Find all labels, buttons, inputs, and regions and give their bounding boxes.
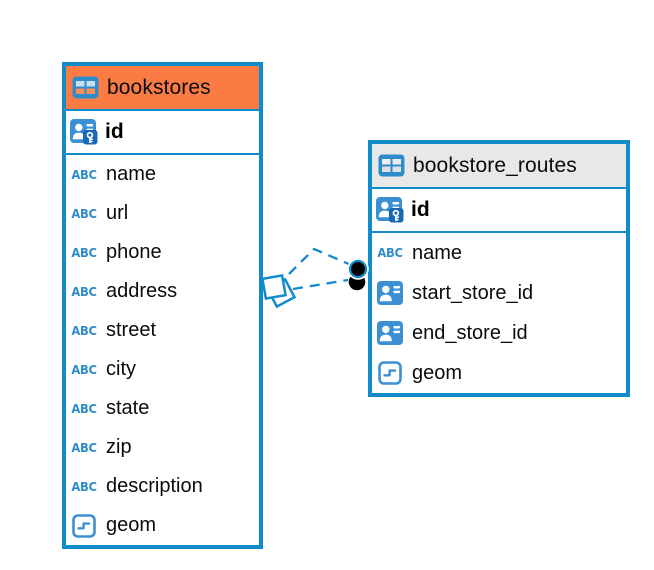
column-name: zip bbox=[106, 436, 132, 458]
column-row[interactable]: ABC name bbox=[66, 155, 259, 194]
column-name: id bbox=[411, 198, 430, 221]
reference-type-icon bbox=[376, 281, 404, 305]
table-bookstore-routes[interactable]: bookstore_routes id ABC name bbox=[368, 140, 630, 397]
column-name: description bbox=[106, 475, 203, 497]
column-row[interactable]: geom bbox=[66, 506, 259, 545]
column-row[interactable]: ABC description bbox=[66, 467, 259, 506]
column-name: geom bbox=[106, 514, 157, 536]
string-type-icon: ABC bbox=[71, 440, 97, 455]
column-name: address bbox=[106, 280, 178, 302]
column-row[interactable]: ABC name bbox=[372, 233, 626, 273]
string-type-icon: ABC bbox=[377, 245, 403, 261]
column-row[interactable]: start_store_id bbox=[372, 273, 626, 313]
column-name: city bbox=[106, 358, 136, 380]
table-bookstores-header[interactable]: bookstores bbox=[66, 66, 259, 111]
column-row[interactable]: geom bbox=[372, 353, 626, 393]
geometry-type-icon bbox=[376, 361, 404, 385]
relationship-diamond-marker[interactable] bbox=[260, 273, 297, 309]
column-row[interactable]: ABC phone bbox=[66, 233, 259, 272]
column-name: name bbox=[106, 163, 157, 185]
reference-type-icon bbox=[376, 321, 404, 345]
relationship-line-end-store[interactable] bbox=[292, 278, 349, 291]
table-icon bbox=[71, 76, 99, 99]
column-row[interactable]: ABC zip bbox=[66, 428, 259, 467]
relationship-endpoint-dot bbox=[348, 259, 368, 279]
table-title: bookstore_routes bbox=[413, 153, 577, 177]
string-type-icon: ABC bbox=[71, 167, 97, 182]
table-icon bbox=[377, 154, 405, 177]
column-row[interactable]: ABC state bbox=[66, 389, 259, 428]
column-row[interactable]: end_store_id bbox=[372, 313, 626, 353]
string-type-icon: ABC bbox=[71, 323, 97, 338]
primary-key-icon bbox=[376, 197, 404, 223]
table-bookstore-routes-header[interactable]: bookstore_routes bbox=[372, 144, 626, 189]
primary-key-icon bbox=[70, 119, 98, 145]
string-type-icon: ABC bbox=[71, 479, 97, 494]
column-name: geom bbox=[412, 361, 463, 384]
column-name: url bbox=[106, 202, 129, 224]
column-name: id bbox=[105, 120, 124, 143]
relationship-endpoint-dots[interactable] bbox=[347, 258, 369, 291]
column-name: phone bbox=[106, 241, 162, 263]
string-type-icon: ABC bbox=[71, 401, 97, 416]
column-row-pk[interactable]: id bbox=[66, 111, 259, 155]
string-type-icon: ABC bbox=[71, 206, 97, 221]
column-row[interactable]: ABC address bbox=[66, 272, 259, 311]
string-type-icon: ABC bbox=[71, 362, 97, 377]
string-type-icon: ABC bbox=[71, 284, 97, 299]
table-bookstores[interactable]: bookstores id ABC name A bbox=[62, 62, 263, 549]
column-row[interactable]: ABC city bbox=[66, 350, 259, 389]
column-row[interactable]: ABC url bbox=[66, 194, 259, 233]
column-name: start_store_id bbox=[412, 281, 534, 304]
string-type-icon: ABC bbox=[71, 245, 97, 260]
column-row-pk[interactable]: id bbox=[372, 189, 626, 233]
relationship-endpoint-dot bbox=[348, 273, 366, 291]
column-name: state bbox=[106, 397, 150, 419]
relationship-line-start-store[interactable] bbox=[288, 247, 352, 275]
geometry-type-icon bbox=[70, 513, 98, 538]
column-row[interactable]: ABC street bbox=[66, 311, 259, 350]
column-name: street bbox=[106, 319, 157, 341]
column-name: name bbox=[412, 241, 463, 264]
table-title: bookstores bbox=[107, 75, 211, 99]
relationship-endpoint-halo bbox=[347, 258, 369, 280]
column-name: end_store_id bbox=[412, 321, 528, 344]
